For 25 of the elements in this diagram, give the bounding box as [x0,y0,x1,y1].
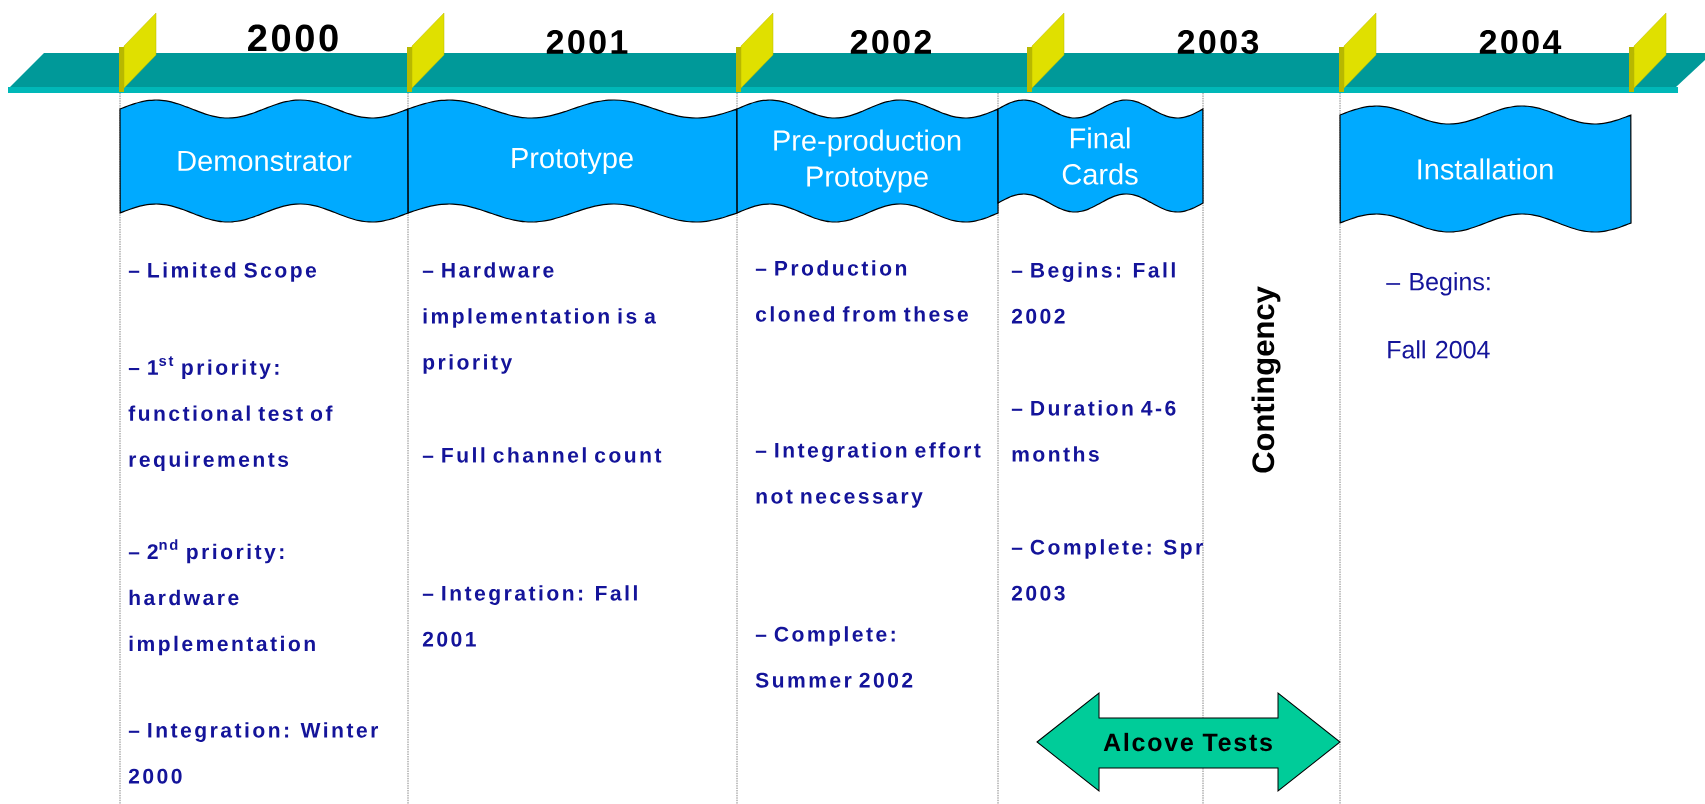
wave-banner: Prototype [407,99,738,223]
bullet-text: – Integration: Winter 2000 [128,722,378,784]
bullet-text: – Full channel count [422,447,662,463]
year-label: 2004 [1479,29,1562,55]
bullet-text: $\text{– 2}^{\text{nd}}\allowbreak\ \text{priority:}\allowbreak\ \text{hardware}\allowbreak\ \text{implementation}$ [128,539,315,656]
year-label: 2001 [546,29,628,55]
bullet-text: – Hardware implementation is a priority [422,262,656,374]
year-label: 2000 [248,24,338,52]
bullet-text: – Integration effort not necessary [755,442,981,508]
year-label: 2003 [1177,29,1259,55]
year-label: 2002 [850,29,931,55]
bullet-text: – Limited Scope [128,262,317,282]
bullet-text: $\text{– 1}^{\text{st}}\allowbreak\ \text{priority:}\allowbreak\ \text{functional}\allowbreak\ \text{test}\allowbreak\ \text{of}\allowbreak\ \text{requirements}$ [128,356,333,472]
bullet-text: – Production cloned from these [755,260,968,322]
bullet-text: – Begins: Fall 2004 [1386,272,1490,359]
bullet-text: – Complete: Spr 2003 [1011,539,1203,601]
wave-banner: Demonstrator [119,99,409,223]
wave-banner: Pre-production Prototype [736,99,999,223]
wave-banner: Installation [1339,105,1632,233]
wave-banner: Final Cards [997,99,1204,213]
bullet-text: – Complete: Summer 2002 [755,626,913,688]
vertical-label: Contingency [1251,286,1281,473]
bullet-text: – Duration 4-6 months [1011,400,1176,462]
bullet-text: – Integration: Fall 2001 [422,585,637,647]
bullet-text: – Begins: Fall 2002 [1011,262,1175,324]
